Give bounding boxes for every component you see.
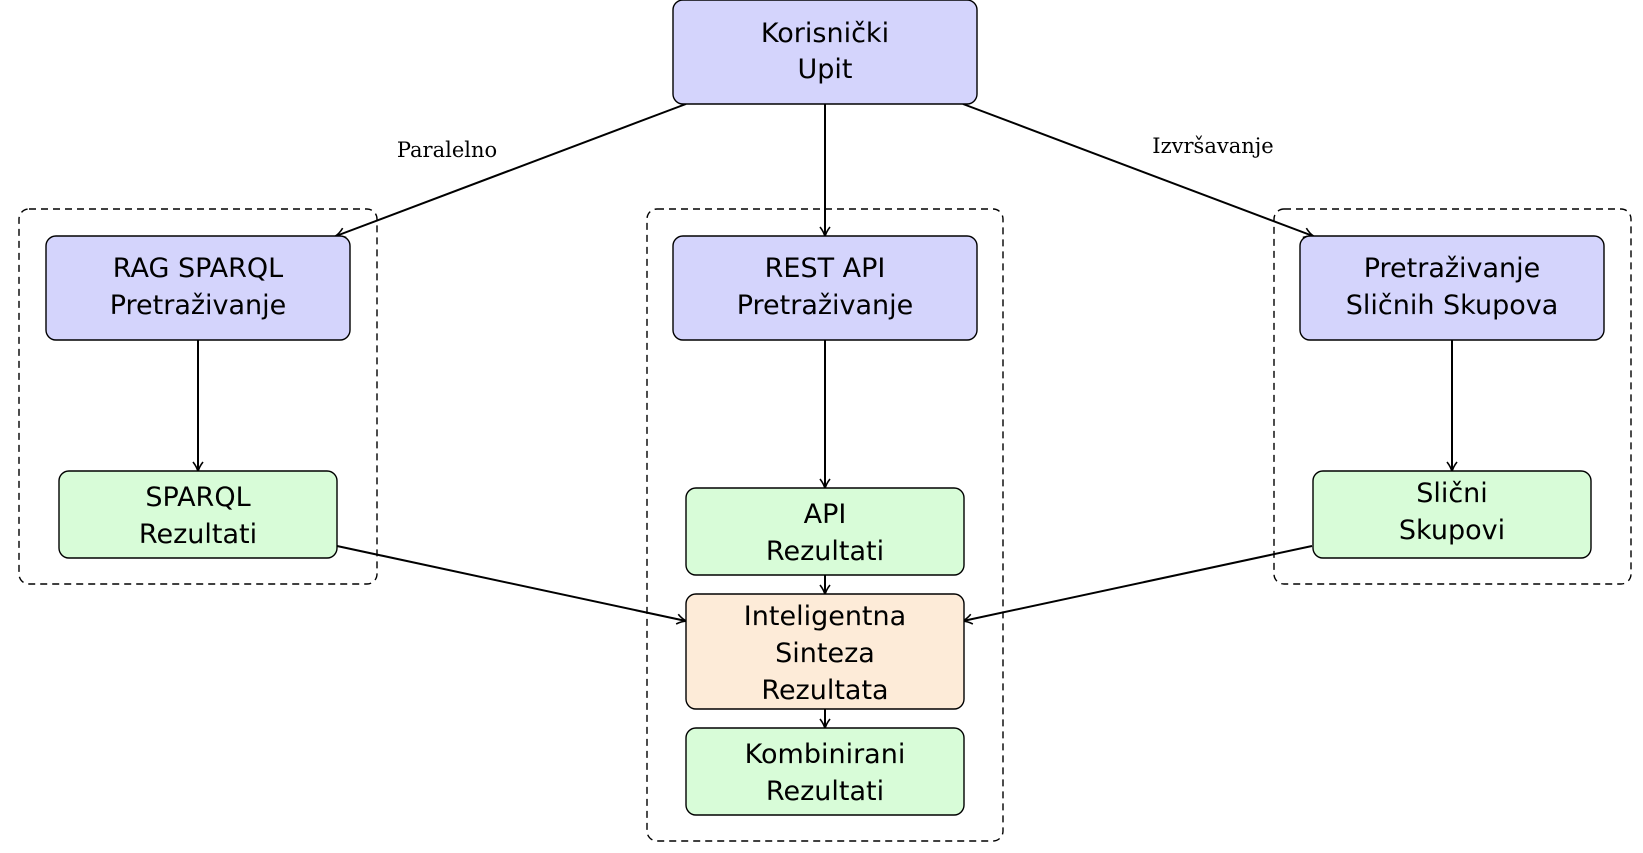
node-combined-results-box: [685, 727, 965, 816]
node-synthesis-box: [685, 593, 965, 710]
node-user-query: Korisnički Upit: [672, 0, 978, 105]
node-similar-sets-box: [1312, 470, 1592, 559]
execution-label: Izvršavanje: [1152, 134, 1273, 158]
edge-similar-sets-to-synthesis: [961, 545, 1313, 625]
node-synthesis: Inteligentna Sinteza Rezultata: [685, 593, 965, 710]
node-combined-results-line1: Kombinirani: [745, 739, 906, 770]
node-rest-api: REST API Pretraživanje: [672, 235, 978, 341]
node-api-results: API Rezultati: [685, 487, 965, 576]
node-combined-results: Kombinirani Rezultati: [685, 727, 965, 816]
node-similar-sets: Slični Skupovi: [1312, 470, 1592, 559]
node-rag-sparql: RAG SPARQL Pretraživanje: [45, 235, 351, 341]
node-similar-search-box: [1299, 235, 1605, 341]
node-sparql-results-box: [58, 470, 338, 559]
node-sparql-results-line1: SPARQL: [145, 482, 250, 513]
edge-query-to-similar: [962, 103, 1315, 239]
node-user-query-box: [672, 0, 978, 105]
node-api-results-line2: Rezultati: [766, 536, 884, 567]
parallel-label: Paralelno: [397, 138, 497, 162]
node-synthesis-line1: Inteligentna: [744, 601, 906, 632]
node-api-results-box: [685, 487, 965, 576]
node-user-query-line2: Upit: [798, 54, 853, 85]
node-sparql-results-line2: Rezultati: [139, 519, 257, 550]
edge-sparql-results-to-synthesis: [336, 545, 688, 625]
node-combined-results-line2: Rezultati: [766, 776, 884, 807]
node-user-query-line1: Korisnički: [761, 18, 889, 49]
node-similar-sets-line2: Skupovi: [1399, 515, 1505, 546]
right-branch-group: [1273, 208, 1632, 585]
node-similar-search-line1: Pretraživanje: [1364, 253, 1541, 284]
node-rag-sparql-line2: Pretraživanje: [110, 290, 287, 321]
node-synthesis-line3: Rezultata: [761, 675, 888, 706]
node-sparql-results: SPARQL Rezultati: [58, 470, 338, 559]
node-rest-api-line2: Pretraživanje: [737, 290, 914, 321]
node-rest-api-line1: REST API: [765, 253, 886, 284]
node-similar-search-line2: Sličnih Skupova: [1346, 290, 1559, 321]
node-rag-sparql-line1: RAG SPARQL: [113, 253, 283, 284]
node-rest-api-box: [672, 235, 978, 341]
node-similar-sets-line1: Slični: [1416, 478, 1488, 509]
edge-query-to-rag: [334, 103, 687, 239]
left-branch-group: [18, 208, 378, 585]
node-rag-sparql-box: [45, 235, 351, 341]
node-similar-search: Pretraživanje Sličnih Skupova: [1299, 235, 1605, 341]
node-api-results-line1: API: [804, 499, 847, 530]
node-synthesis-line2: Sinteza: [775, 638, 875, 669]
